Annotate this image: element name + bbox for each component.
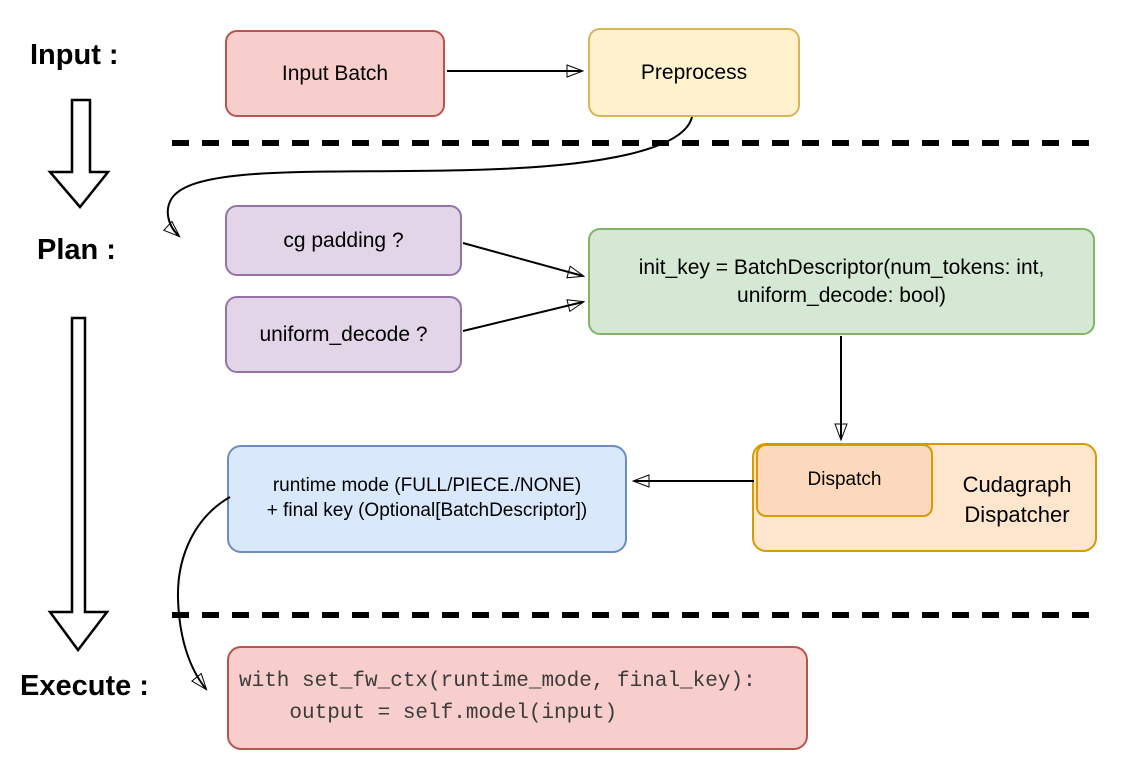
block-arrow-plan-to-execute: [47, 316, 110, 653]
execute-code-line1: with set_fw_ctx(runtime_mode, final_key)…: [239, 670, 756, 693]
node-init-key: init_key = BatchDescriptor(num_tokens: i…: [588, 228, 1095, 335]
node-dispatch: Dispatch: [756, 444, 933, 517]
node-execute-code: with set_fw_ctx(runtime_mode, final_key)…: [227, 646, 808, 750]
stage-label-plan: Plan :: [37, 234, 116, 266]
node-preprocess-label: Preprocess: [640, 60, 748, 84]
node-cg-padding: cg padding ?: [225, 205, 462, 276]
node-preprocess: Preprocess: [588, 28, 800, 117]
node-runtime-mode-line2: + final key (Optional[BatchDescriptor]): [266, 500, 588, 521]
node-uniform-decode-label: uniform_decode ?: [259, 322, 428, 346]
node-runtime-mode-line1: runtime mode (FULL/PIECE./NONE): [272, 475, 582, 497]
node-init-key-line1: init_key = BatchDescriptor(num_tokens: i…: [638, 256, 1045, 280]
node-cudagraph-dispatcher-label: Cudagraph Dispatcher: [962, 471, 1072, 527]
node-init-key-line2: uniform_decode: bool): [737, 283, 946, 307]
arrow-cg-padding-to-init-key: [462, 242, 583, 276]
stage-label-execute: Execute :: [20, 670, 149, 702]
node-input-batch-label: Input Batch: [281, 61, 389, 85]
node-uniform-decode: uniform_decode ?: [225, 296, 462, 373]
block-arrow-input-to-plan: [47, 98, 111, 209]
stage-label-input: Input :: [30, 39, 119, 71]
arrow-uniform-decode-to-init-key: [462, 302, 583, 332]
arrow-runtime-mode-to-execute-code: [176, 496, 231, 689]
node-cg-padding-label: cg padding ?: [283, 228, 404, 252]
node-input-batch: Input Batch: [225, 30, 445, 117]
node-runtime-mode: runtime mode (FULL/PIECE./NONE) + final …: [227, 445, 627, 553]
execute-code-line2: output = self.model(input): [239, 702, 618, 725]
node-dispatch-label: Dispatch: [807, 469, 882, 491]
